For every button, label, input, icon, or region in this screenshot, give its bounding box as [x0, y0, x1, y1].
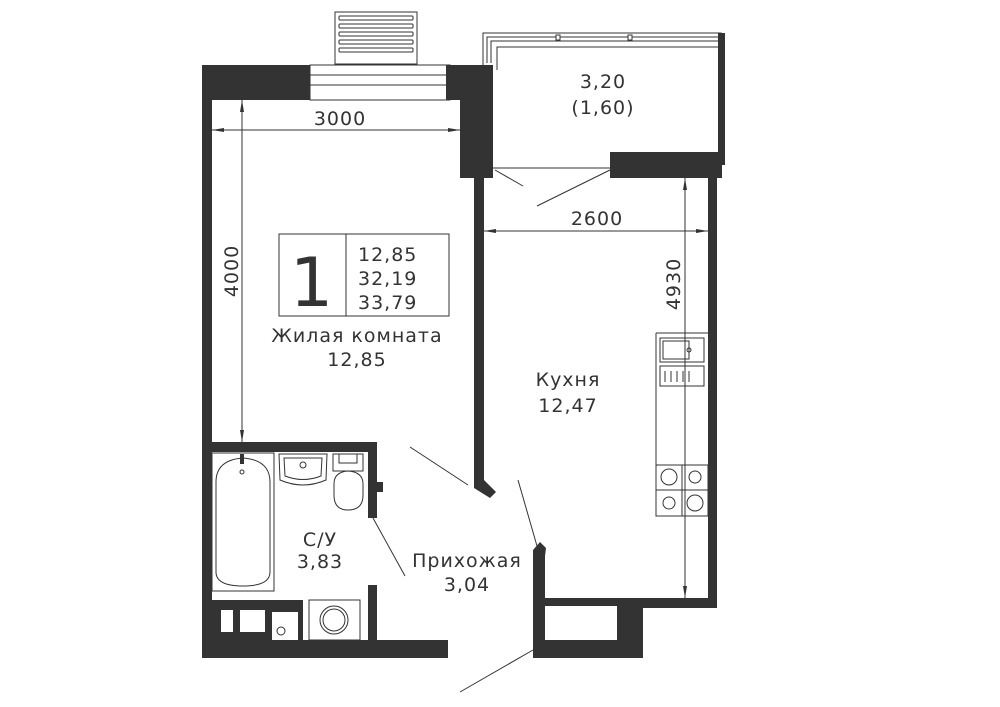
toilet-icon — [332, 453, 364, 511]
kitchen-area: 12,47 — [538, 395, 597, 417]
hallway-area: 3,04 — [444, 574, 490, 596]
living-room-name: Жилая комната — [271, 325, 442, 347]
ac-unit-icon — [334, 11, 418, 65]
bathroom-name: С/У — [303, 529, 337, 551]
living-room-area: 12,85 — [327, 349, 386, 371]
kitchen-sink-icon — [659, 337, 705, 387]
legend-living-area: 12,85 — [358, 244, 417, 266]
hallway-name: Прихожая — [412, 550, 522, 572]
apartment-legend — [278, 233, 450, 317]
sink-icon — [278, 453, 328, 486]
dim-kitchen-length: 4930 — [663, 258, 685, 310]
dim-kitchen-width: 2600 — [571, 208, 623, 230]
washing-machine-icon — [308, 599, 361, 641]
dimension-lines — [212, 100, 708, 598]
bottom-windows — [221, 608, 610, 640]
legend-total-area: 32,19 — [358, 268, 417, 290]
drain-icon — [276, 626, 286, 636]
door-swings — [372, 169, 611, 693]
window — [309, 64, 451, 101]
balcony-reduced-area: (1,60) — [571, 97, 634, 119]
kitchen-name: Кухня — [536, 369, 601, 391]
dim-living-width: 3000 — [314, 108, 366, 130]
walls — [202, 33, 725, 658]
bathtub-icon — [211, 452, 275, 592]
dim-living-length: 4000 — [221, 245, 243, 297]
rooms-count: 1 — [290, 244, 334, 323]
stove-icon — [655, 464, 709, 517]
balcony-area: 3,20 — [580, 71, 626, 93]
legend-total-area-balcony: 33,79 — [358, 292, 417, 314]
bathroom-area: 3,83 — [297, 551, 343, 573]
